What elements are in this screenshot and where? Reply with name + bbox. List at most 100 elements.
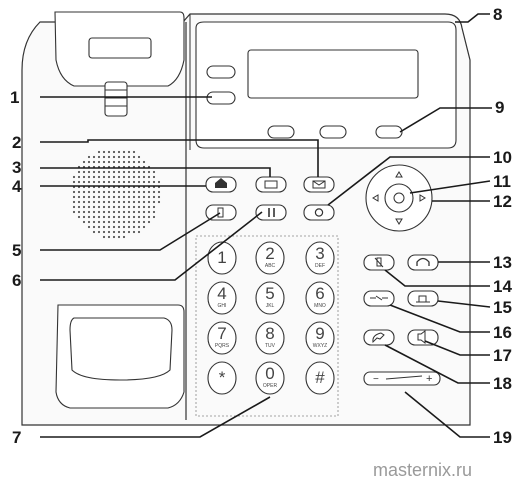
- grill-hole: [77, 170, 81, 174]
- grill-hole: [137, 225, 141, 229]
- grill-hole: [147, 170, 151, 174]
- keypad-key-shape[interactable]: [305, 241, 335, 275]
- keypad-key[interactable]: 1: [207, 241, 237, 275]
- grill-hole: [82, 210, 86, 214]
- grill-hole: [107, 220, 111, 224]
- keypad-key[interactable]: #: [305, 361, 335, 395]
- grill-hole: [117, 195, 121, 199]
- soft-key-1[interactable]: [267, 125, 295, 139]
- conference-icon: [370, 295, 388, 301]
- nav-ok-button[interactable]: [384, 183, 414, 213]
- line-key-1[interactable]: [206, 65, 236, 79]
- grill-hole: [77, 215, 81, 219]
- grill-hole: [107, 235, 111, 239]
- screen-button[interactable]: [255, 176, 287, 193]
- keypad-key-shape[interactable]: [305, 281, 335, 315]
- grill-hole: [127, 190, 131, 194]
- keypad-key-shape[interactable]: [207, 281, 237, 315]
- headset-icon: [416, 257, 430, 266]
- keypad-key[interactable]: *: [207, 361, 237, 395]
- keypad-letters: JKL: [266, 303, 275, 309]
- grill-hole: [137, 155, 141, 159]
- grill-hole: [112, 205, 116, 209]
- soft-key-3[interactable]: [375, 125, 403, 139]
- grill-hole: [132, 195, 136, 199]
- grill-hole: [82, 160, 86, 164]
- grill-hole: [92, 180, 96, 184]
- grill-hole: [117, 190, 121, 194]
- grill-hole: [132, 205, 136, 209]
- callout-2: 2: [12, 133, 21, 152]
- grill-hole: [112, 180, 116, 184]
- grill-hole: [102, 175, 106, 179]
- grill-hole: [82, 190, 86, 194]
- grill-hole: [72, 205, 76, 209]
- grill-hole: [72, 210, 76, 214]
- keypad-key-shape[interactable]: [207, 321, 237, 355]
- grill-hole: [87, 195, 91, 199]
- grill-hole: [97, 220, 101, 224]
- keypad-area: [195, 235, 339, 417]
- grill-hole: [82, 170, 86, 174]
- keypad-key-shape[interactable]: [207, 241, 237, 275]
- grill-hole: [122, 180, 126, 184]
- grill-hole: [102, 235, 106, 239]
- keypad-digit: 1: [217, 248, 226, 267]
- keypad-key-shape[interactable]: [255, 321, 285, 355]
- grill-hole: [107, 190, 111, 194]
- hold-button[interactable]: [205, 204, 237, 221]
- grill-hole: [137, 200, 141, 204]
- grill-hole: [102, 195, 106, 199]
- keypad-key-shape[interactable]: [305, 321, 335, 355]
- grill-hole: [117, 205, 121, 209]
- grill-hole: [112, 170, 116, 174]
- keypad-key-shape[interactable]: [255, 241, 285, 275]
- pause-button[interactable]: [255, 204, 287, 221]
- grill-hole: [147, 200, 151, 204]
- keypad-key-shape[interactable]: [207, 361, 237, 395]
- redial-button[interactable]: [303, 204, 335, 221]
- screen-icon: [264, 180, 278, 189]
- headset-button[interactable]: [407, 254, 439, 271]
- grill-hole: [142, 160, 146, 164]
- callout-7: 7: [12, 428, 21, 447]
- soft-key-2[interactable]: [319, 125, 347, 139]
- grill-hole: [92, 230, 96, 234]
- grill-hole: [142, 170, 146, 174]
- line-key-2[interactable]: [206, 91, 236, 105]
- grill-hole: [107, 210, 111, 214]
- volume-bar[interactable]: [363, 371, 441, 386]
- keypad-key-shape[interactable]: [255, 281, 285, 315]
- grill-hole: [82, 215, 86, 219]
- grill-hole: [132, 225, 136, 229]
- keypad-key-shape[interactable]: [305, 361, 335, 395]
- grill-hole: [137, 175, 141, 179]
- grill-hole: [112, 200, 116, 204]
- grill-hole: [97, 175, 101, 179]
- grill-hole: [152, 180, 156, 184]
- keypad-digit: 2: [265, 244, 274, 263]
- grill-hole: [102, 205, 106, 209]
- grill-hole: [87, 160, 91, 164]
- grill-hole: [77, 200, 81, 204]
- grill-hole: [107, 160, 111, 164]
- speaker-button[interactable]: [407, 329, 439, 346]
- keypad-key-shape[interactable]: [255, 361, 285, 395]
- grill-hole: [132, 155, 136, 159]
- transfer-button[interactable]: [407, 290, 439, 307]
- grill-hole: [137, 180, 141, 184]
- grill-hole: [72, 190, 76, 194]
- handset-button[interactable]: [363, 329, 395, 346]
- grill-hole: [142, 215, 146, 219]
- grill-hole: [132, 200, 136, 204]
